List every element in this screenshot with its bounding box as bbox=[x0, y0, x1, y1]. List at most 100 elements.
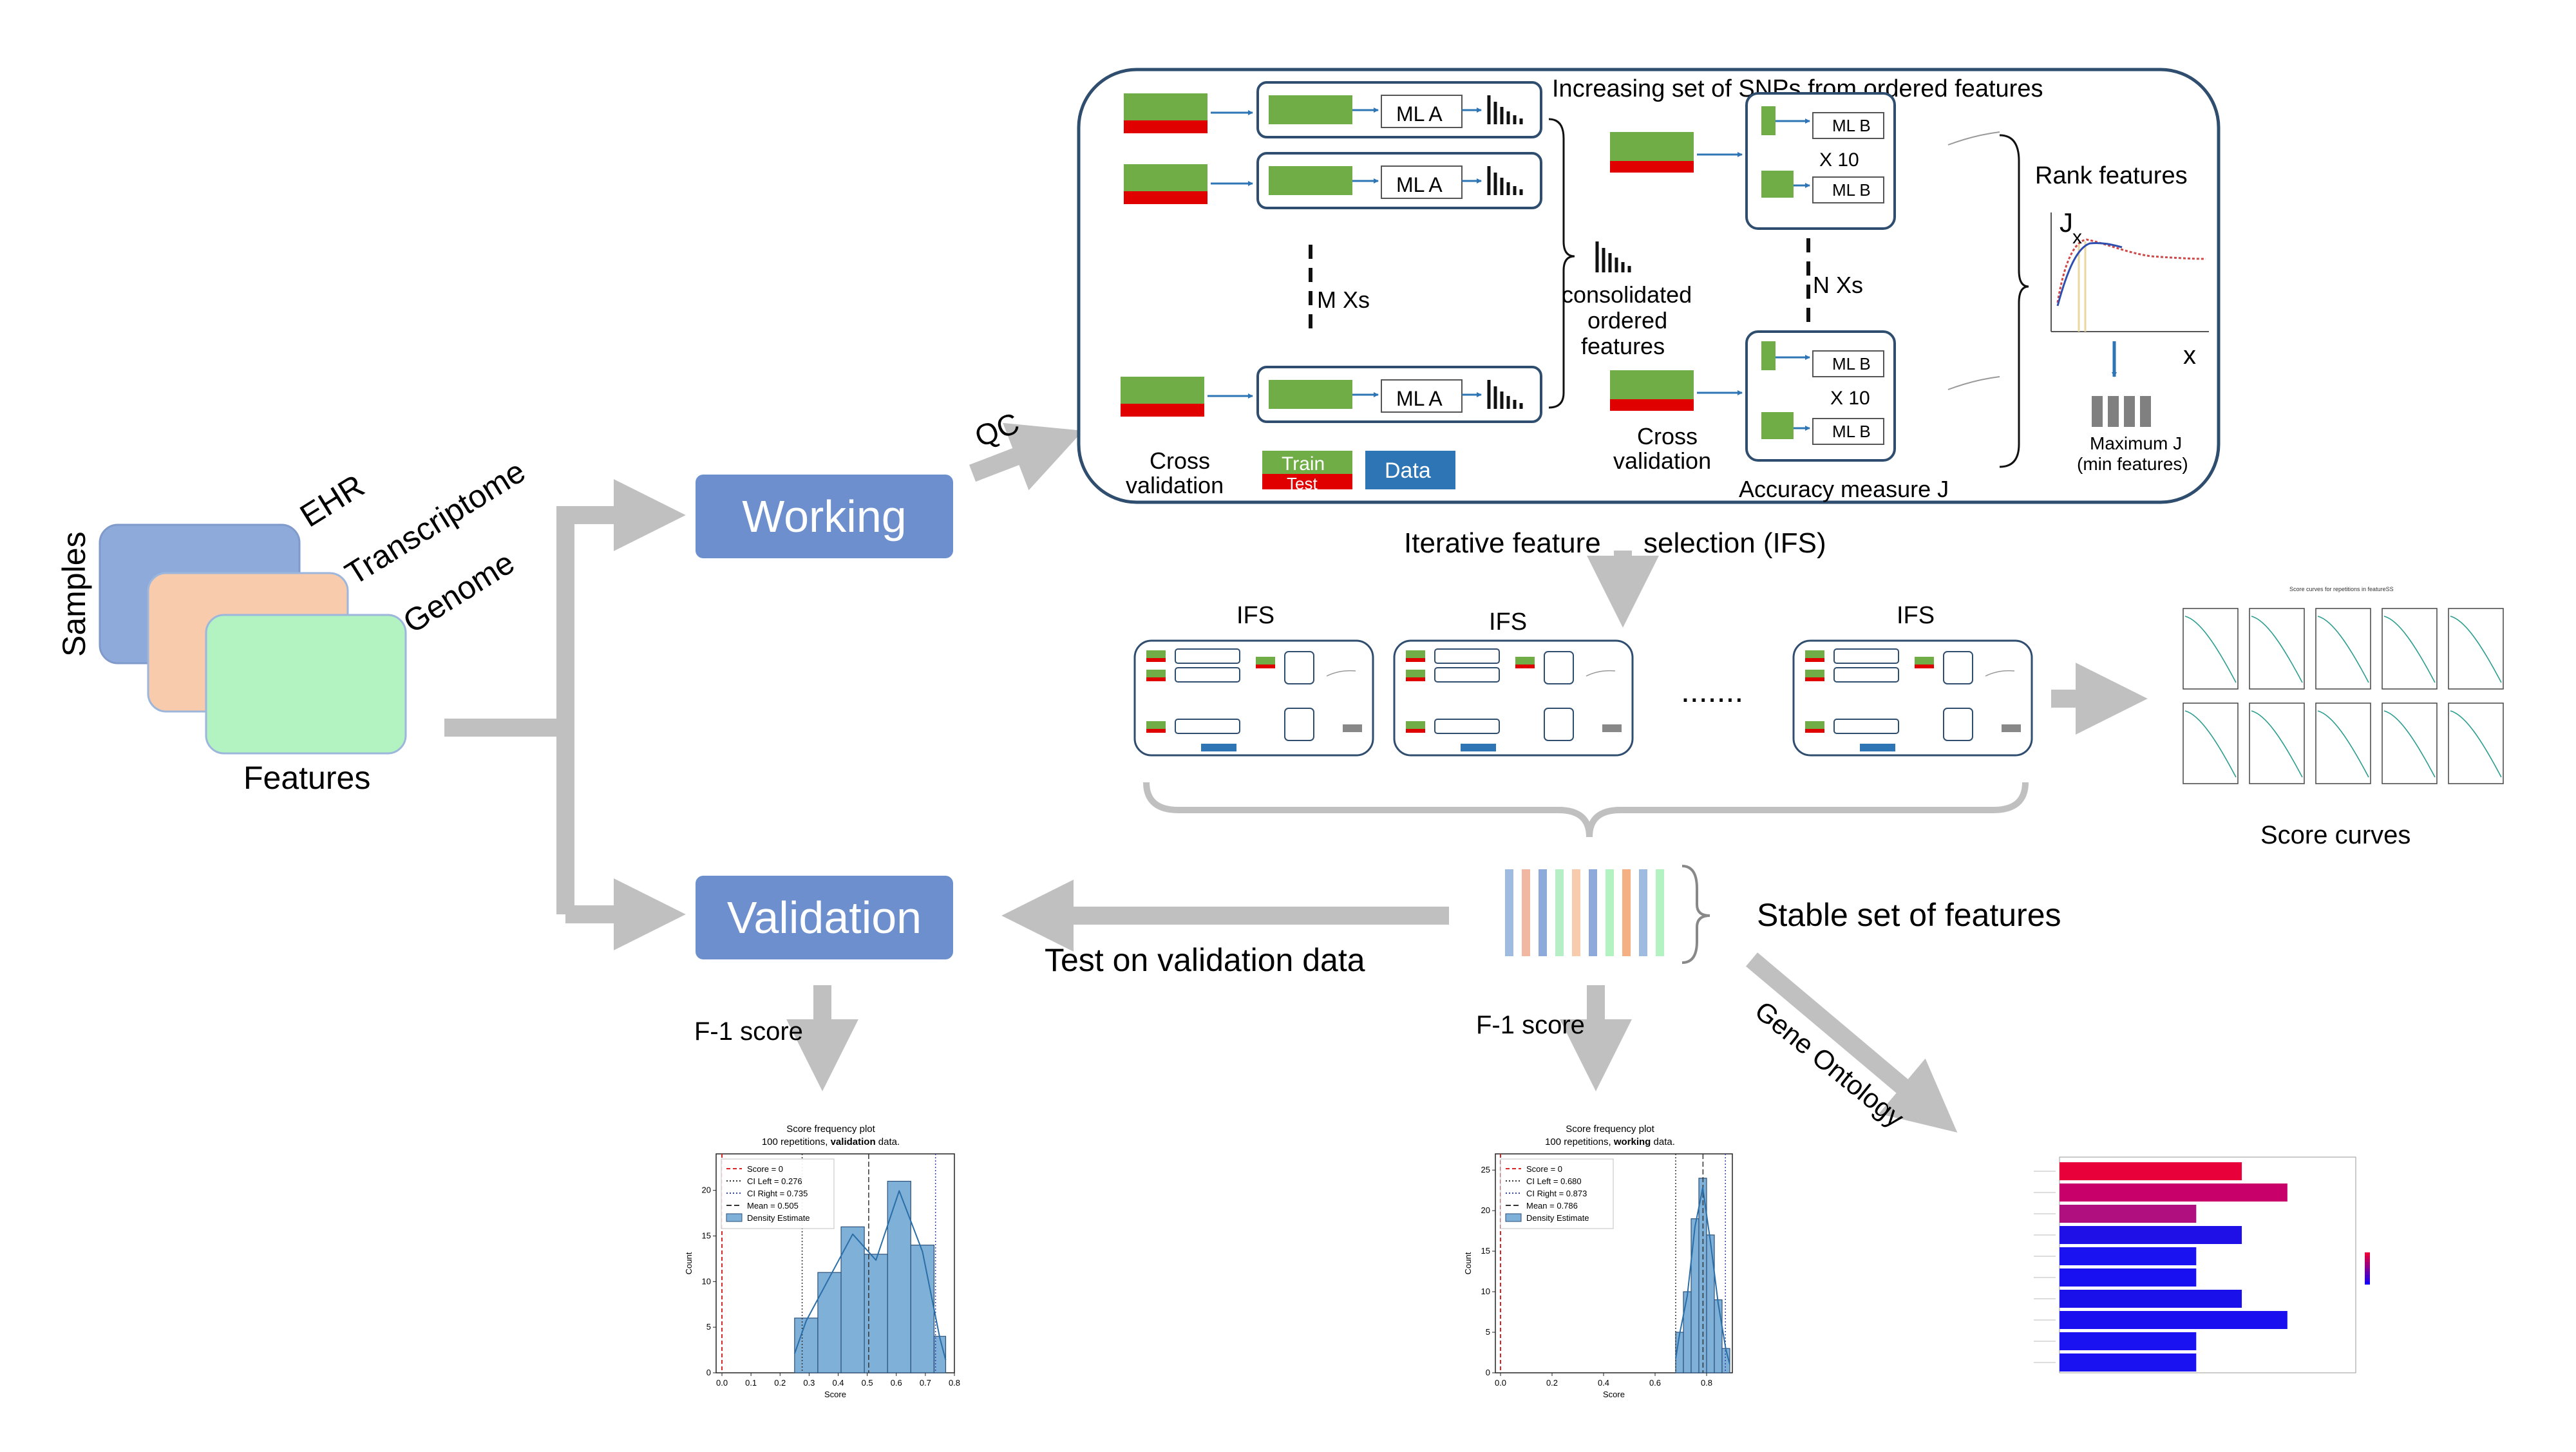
hist-val-title-1: Score frequency plot bbox=[786, 1124, 875, 1135]
data-legend: Data bbox=[1365, 451, 1455, 489]
stable-feature-bar bbox=[1572, 869, 1580, 956]
x10-label-1: X 10 bbox=[1819, 149, 1859, 171]
cv-mid-1: Cross bbox=[1637, 423, 1698, 449]
accuracy-label: Accuracy measure J bbox=[1739, 476, 1949, 502]
x-tick-label: 0.1 bbox=[745, 1378, 757, 1388]
legend-entry: Mean = 0.505 bbox=[747, 1201, 799, 1211]
y-tick-label: 10 bbox=[702, 1276, 711, 1286]
y-tick-label: 5 bbox=[706, 1322, 711, 1332]
x10-label-2: X 10 bbox=[1830, 388, 1870, 409]
x-tick-label: 0.8 bbox=[1701, 1378, 1712, 1388]
validation-histogram: Score frequency plot 100 repetitions, va… bbox=[684, 1124, 960, 1399]
qc-label: QC bbox=[970, 406, 1023, 453]
score-curve-line bbox=[2317, 616, 2369, 683]
histogram-bar bbox=[887, 1180, 911, 1373]
ifs-label-part-1: Iterative feature bbox=[1404, 527, 1601, 559]
go-colorbar-cell bbox=[2365, 1262, 2370, 1265]
go-colorbar-cell bbox=[2365, 1278, 2370, 1281]
score-curve-panel bbox=[2382, 702, 2438, 784]
cv-left-2: validation bbox=[1126, 472, 1224, 498]
legend-swatch bbox=[1505, 1213, 1522, 1222]
ifs-thumbnail-2: IFS bbox=[1393, 608, 1634, 757]
ifs-thumb-label-1: IFS bbox=[1236, 602, 1274, 629]
cv-left-1: Cross bbox=[1150, 448, 1210, 474]
score-curve-line bbox=[2184, 710, 2237, 778]
stable-feature-bar bbox=[1622, 869, 1631, 956]
x-tick-label: 0.4 bbox=[832, 1378, 844, 1388]
score-curve-panel bbox=[2315, 702, 2371, 784]
ml-a-row-1: ML A bbox=[1124, 81, 1542, 138]
legend-train: Train bbox=[1282, 453, 1325, 475]
ml-a-row-2: ML A bbox=[1124, 152, 1542, 209]
stable-feature-set bbox=[1505, 869, 1664, 956]
ml-a-label-2: ML A bbox=[1396, 173, 1443, 196]
score-curve-panel bbox=[2183, 608, 2239, 690]
legend-entry: CI Right = 0.873 bbox=[1526, 1189, 1587, 1198]
x-tick-label: 0.0 bbox=[716, 1378, 728, 1388]
ifs-detail-box: Increasing set of SNPs from ordered feat… bbox=[1077, 68, 2221, 504]
ml-b-group-1: ML B ML B X 10 bbox=[1610, 92, 2000, 230]
ml-b-label-2a: ML B bbox=[1832, 354, 1871, 373]
n-xs-label: N Xs bbox=[1813, 272, 1863, 298]
ifs-thumb-label-3: IFS bbox=[1897, 602, 1935, 629]
y-tick-label: 25 bbox=[1481, 1165, 1490, 1174]
score-curve-panel bbox=[2448, 608, 2504, 690]
density-curve bbox=[1675, 1187, 1730, 1365]
go-term-bar bbox=[2060, 1183, 2287, 1202]
density-curve bbox=[793, 1190, 947, 1361]
stable-feature-bar bbox=[1555, 869, 1564, 956]
hist-work-title-1: Score frequency plot bbox=[1566, 1124, 1654, 1135]
go-term-bar bbox=[2060, 1162, 2242, 1180]
score-curves-label: Score curves bbox=[2260, 821, 2410, 849]
legend-entry: Density Estimate bbox=[1526, 1213, 1589, 1223]
stable-feature-bar bbox=[1656, 869, 1664, 956]
x-label: x bbox=[2072, 227, 2082, 248]
ml-a-row-m: ML A bbox=[1121, 366, 1542, 423]
go-colorbar bbox=[2365, 1252, 2370, 1285]
histogram-bar bbox=[864, 1254, 888, 1373]
ifs-thumbnail-1: IFS bbox=[1133, 602, 1374, 757]
y-tick-label: 20 bbox=[702, 1185, 711, 1195]
x-tick-label: 0.3 bbox=[803, 1378, 815, 1388]
consolidated-line-2: ordered bbox=[1587, 307, 1667, 334]
x-tick-label: 0.6 bbox=[891, 1378, 902, 1388]
go-colorbar-cell bbox=[2365, 1252, 2370, 1256]
go-colorbar-cell bbox=[2365, 1268, 2370, 1272]
go-colorbar-cell bbox=[2365, 1256, 2370, 1259]
stable-brace bbox=[1681, 865, 1710, 964]
score-curve-line bbox=[2251, 710, 2303, 778]
validation-stage-button[interactable]: Validation bbox=[696, 876, 953, 959]
train-test-legend: Train Test bbox=[1262, 451, 1352, 493]
x-axis-label: Score bbox=[824, 1390, 846, 1399]
cv-mid-2: validation bbox=[1613, 448, 1711, 474]
ml-a-label-m: ML A bbox=[1396, 387, 1443, 410]
working-stage-button[interactable]: Working bbox=[696, 475, 953, 558]
connector-arrows bbox=[444, 422, 2148, 1133]
legend-swatch bbox=[726, 1213, 743, 1222]
x-tick-label: 0.5 bbox=[862, 1378, 873, 1388]
ifs-thumb-label-2: IFS bbox=[1489, 608, 1527, 636]
go-colorbar-cell bbox=[2365, 1272, 2370, 1275]
stable-feature-bar bbox=[1539, 869, 1547, 956]
score-curve-line bbox=[2251, 616, 2303, 683]
histogram-bar bbox=[840, 1226, 865, 1373]
score-curve-panel bbox=[2315, 608, 2371, 690]
ehr-label: EHR bbox=[294, 467, 370, 534]
max-label-1: Maximum J bbox=[2090, 433, 2182, 453]
histogram-bar bbox=[817, 1272, 842, 1373]
go-term-bar bbox=[2060, 1226, 2242, 1244]
input-data-stack: EHR Transcriptome Genome Samples Feature… bbox=[56, 453, 531, 796]
legend-entry: Score = 0 bbox=[747, 1164, 783, 1174]
ml-b-label-2b: ML B bbox=[1832, 422, 1871, 441]
histogram-bar bbox=[1706, 1234, 1715, 1373]
m-xs-label: M Xs bbox=[1317, 287, 1370, 313]
x-tick-label: 0.4 bbox=[1598, 1378, 1609, 1388]
y-tick-label: 15 bbox=[702, 1231, 711, 1241]
legend-entry: CI Left = 0.276 bbox=[747, 1176, 802, 1186]
go-colorbar-cell bbox=[2365, 1265, 2370, 1268]
consolidated-line-1: consolidated bbox=[1562, 281, 1692, 308]
y-tick-label: 0 bbox=[1486, 1368, 1490, 1377]
ranking-icon bbox=[1595, 241, 1631, 272]
score-curve-panel bbox=[2183, 702, 2239, 784]
